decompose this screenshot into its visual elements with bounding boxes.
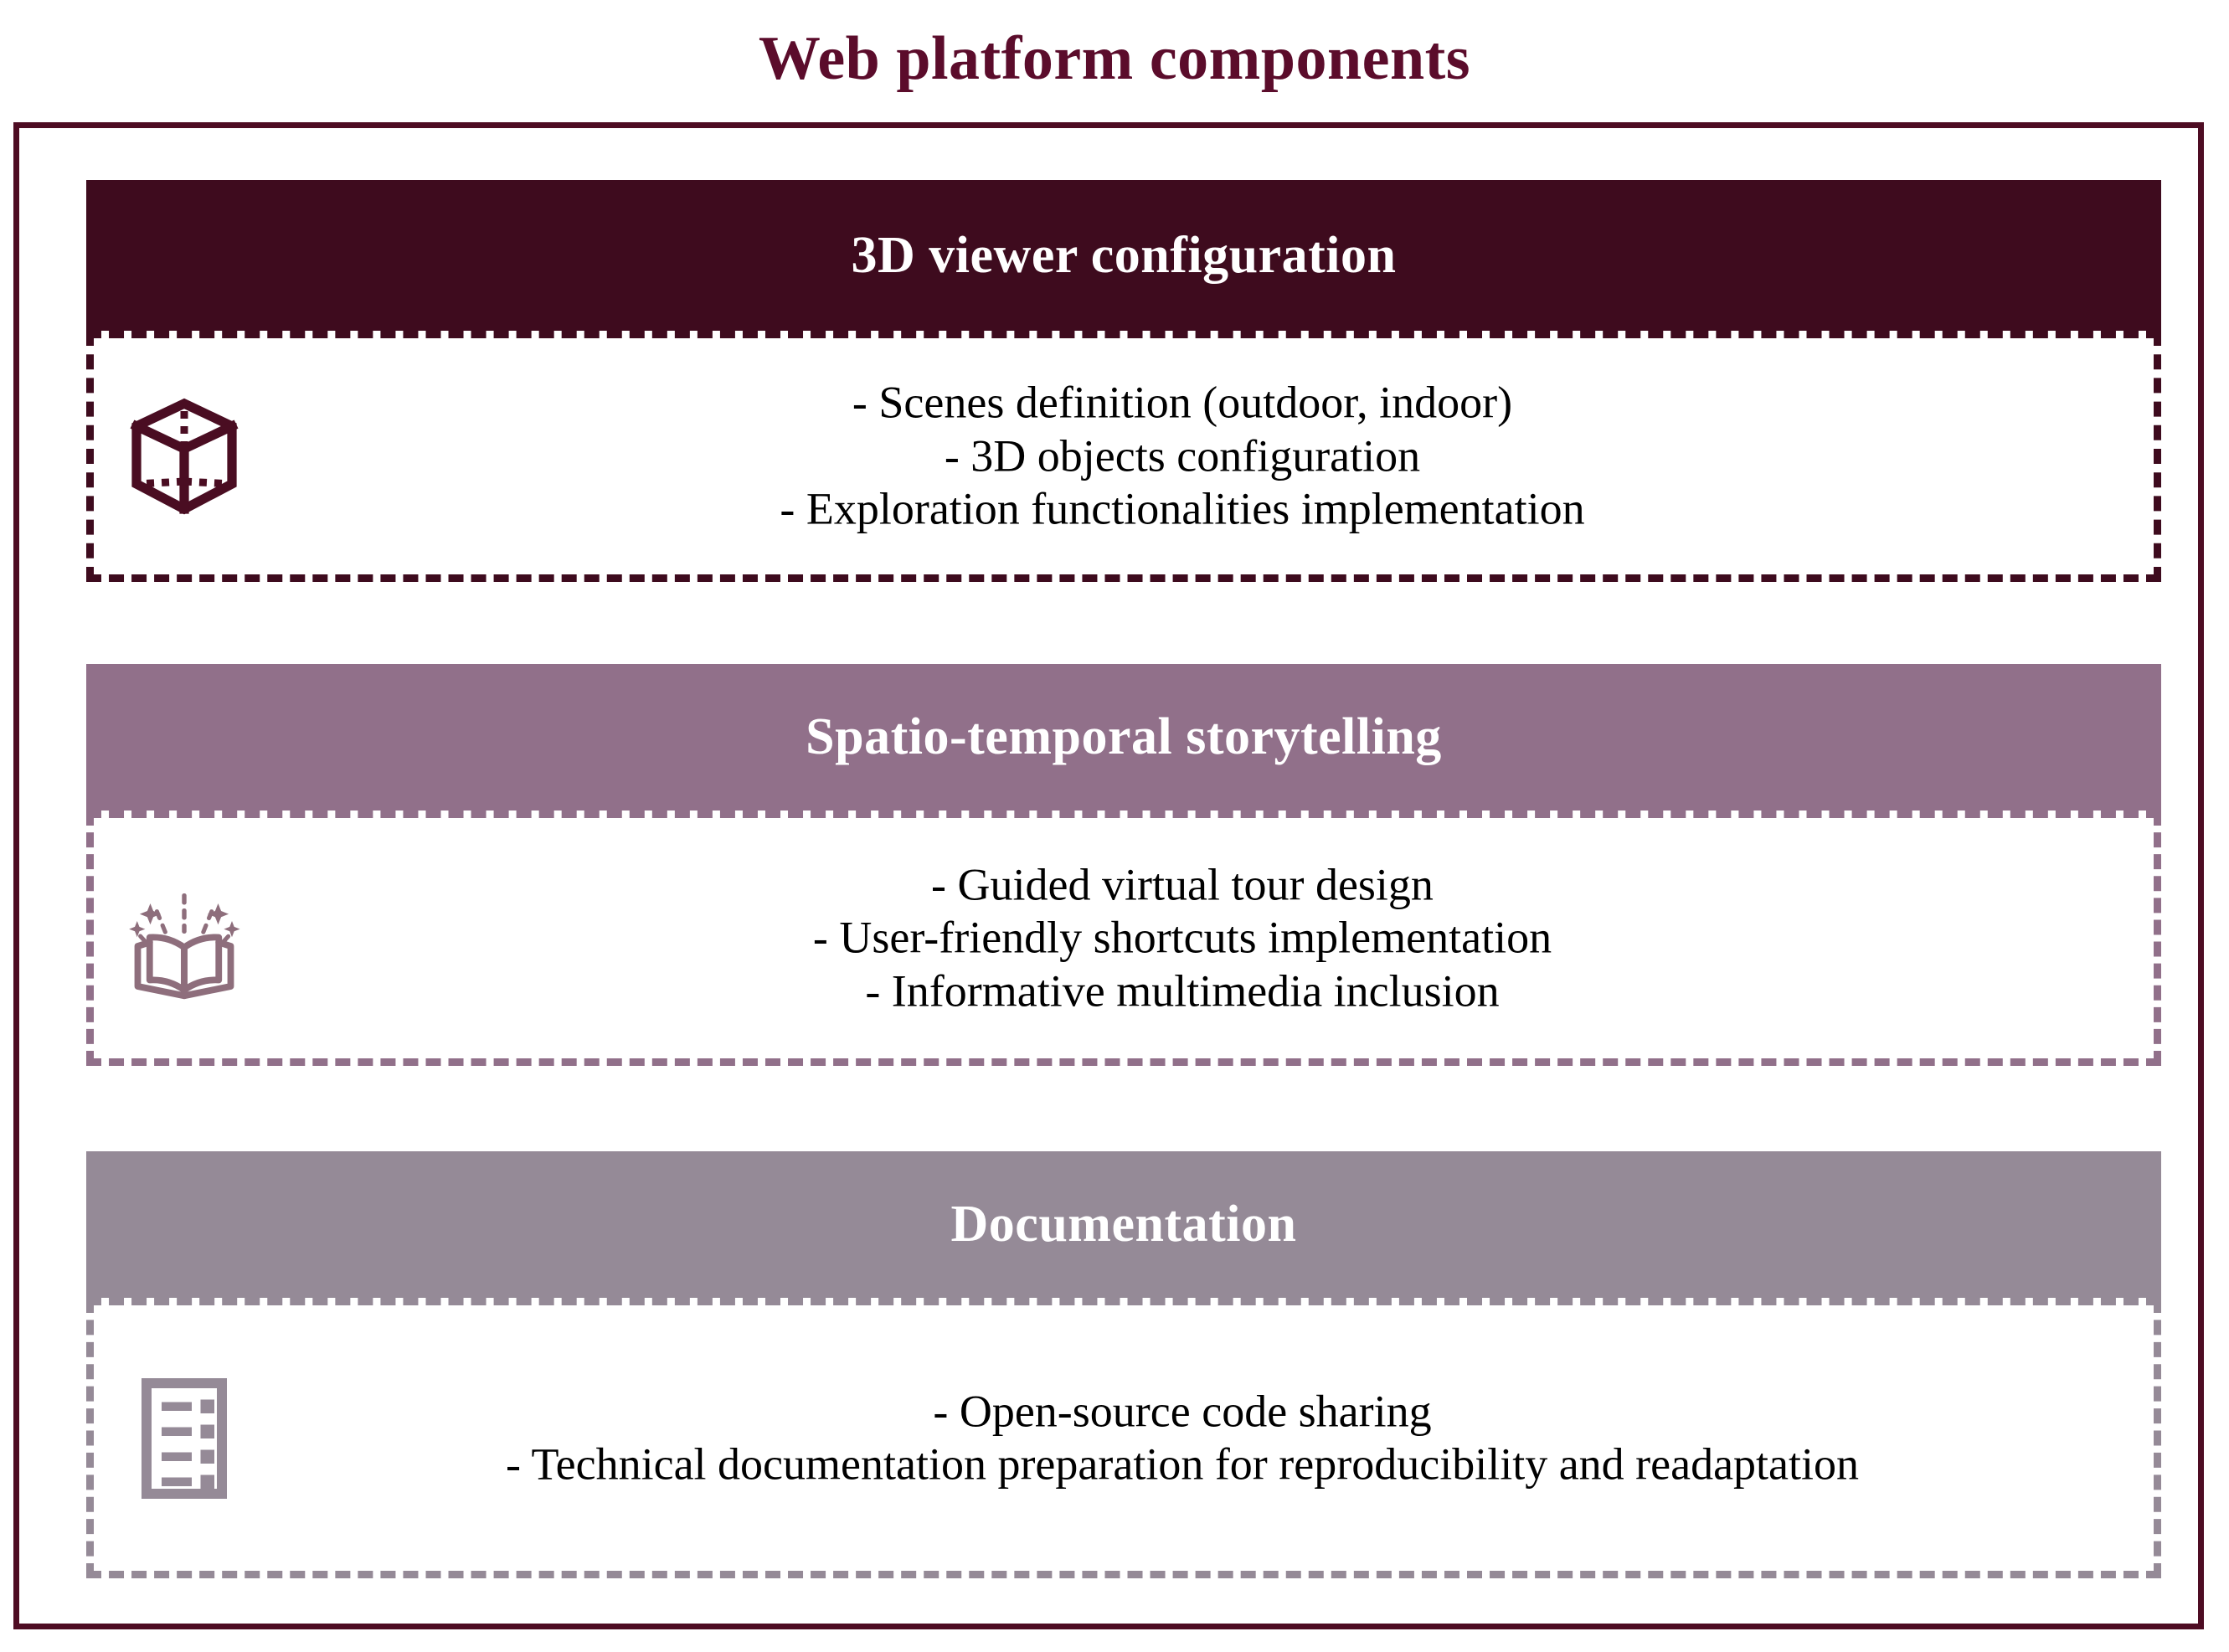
section-body-spatio-temporal-storytelling: - Guided virtual tour design - User-frie… [86,811,2161,1066]
body-line: - Exploration functionalities implementa… [780,483,1585,534]
body-line: - Scenes definition (outdoor, indoor) [852,377,1513,428]
body-line: - User-friendly shortcuts implementation [812,912,1552,963]
section-body-documentation: - Open-source code sharing - Technical d… [86,1298,2161,1578]
body-line: - Open-source code sharing [933,1385,1432,1436]
section-header-spatio-temporal-storytelling: Spatio-temporal storytelling [86,664,2161,811]
body-line: - Informative multimedia inclusion [865,965,1500,1016]
body-line: - Technical documentation preparation fo… [505,1438,1860,1490]
wireframe-cube-icon [117,389,251,523]
section-header-documentation: Documentation [86,1151,2161,1298]
section-documentation: Documentation [86,1151,2161,1578]
section-body-lines-3d-viewer-configuration: - Scenes definition (outdoor, indoor) - … [261,376,2103,536]
page-title: Web platform components [758,24,1471,93]
section-body-3d-viewer-configuration: - Scenes definition (outdoor, indoor) - … [86,331,2161,582]
section-body-lines-documentation: - Open-source code sharing - Technical d… [261,1385,2103,1491]
section-spatio-temporal-storytelling: Spatio-temporal storytelling [86,664,2161,1066]
open-book-sparkles-icon [117,872,251,1006]
body-line: - Guided virtual tour design [931,858,1434,909]
body-line: - 3D objects configuration [944,430,1421,481]
section-3d-viewer-configuration: 3D viewer configuration [86,180,2161,582]
diagram-frame: 3D viewer configuration [13,122,2204,1629]
document-list-icon [117,1372,251,1505]
section-header-3d-viewer-configuration: 3D viewer configuration [86,180,2161,331]
section-body-lines-spatio-temporal-storytelling: - Guided virtual tour design - User-frie… [261,858,2103,1018]
